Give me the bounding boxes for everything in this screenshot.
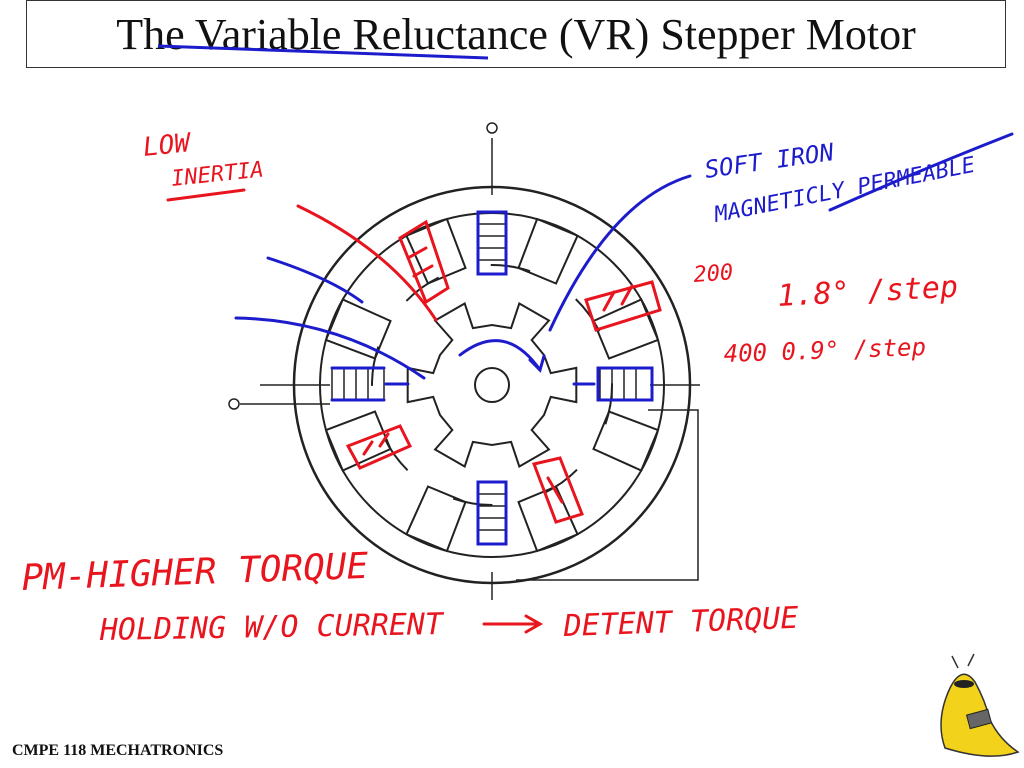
motor-rotor xyxy=(406,302,578,468)
stator-slot xyxy=(592,410,660,472)
title-underline xyxy=(157,44,489,60)
footer-course: CMPE 118 MECHATRONICS xyxy=(12,742,224,759)
red-winding-marks xyxy=(166,188,662,524)
annot-200: 200 xyxy=(693,260,734,288)
stator-slot xyxy=(517,217,579,285)
motor-stator xyxy=(228,122,700,600)
annot-step-half: 400 0.9° /step xyxy=(723,333,926,368)
stator-windings xyxy=(331,211,653,545)
annot-low: LOW xyxy=(142,128,194,163)
banana-slug-icon xyxy=(940,653,1020,757)
blue-pointer-marks xyxy=(234,132,1014,546)
annot-inertia: INERTIA xyxy=(170,157,265,192)
stator-slot xyxy=(592,298,660,360)
stator-slot xyxy=(405,217,467,285)
annot-pm-torque: PM-HIGHER TORQUE xyxy=(21,546,369,599)
holding-arrow xyxy=(482,614,544,634)
annot-soft-iron: SOFT IRON xyxy=(703,138,836,184)
annot-detent: DETENT TORQUE xyxy=(562,601,799,644)
stator-slot xyxy=(324,298,392,360)
annot-step-full: 1.8° /step xyxy=(777,270,959,314)
annot-holding: HOLDING W/O CURRENT xyxy=(99,607,446,648)
stator-slot xyxy=(405,485,467,553)
